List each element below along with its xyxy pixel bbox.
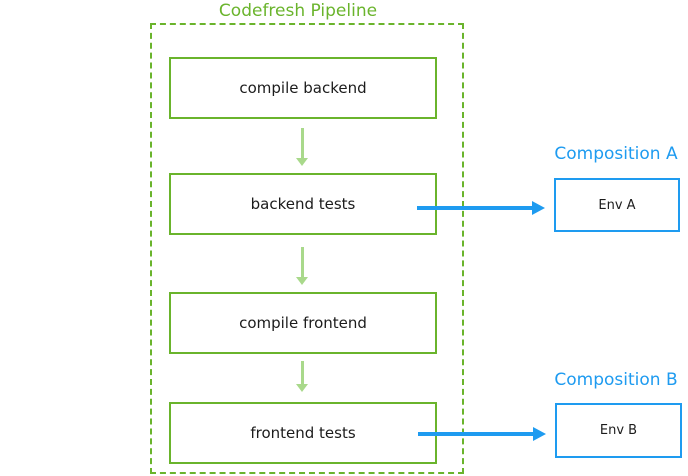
deploy-arrow-line — [418, 432, 534, 436]
step-frontend-tests: frontend tests — [169, 402, 437, 464]
down-arrow-stem — [300, 247, 304, 277]
env-b-box: Env B — [555, 403, 682, 458]
step-compile-frontend: compile frontend — [169, 292, 437, 354]
down-arrow-stem — [300, 361, 304, 384]
step-compile-backend: compile backend — [169, 57, 437, 119]
down-arrow-head — [296, 277, 308, 285]
down-arrow-icon — [296, 361, 308, 392]
pipeline-title: Codefresh Pipeline — [218, 1, 378, 21]
down-arrow-head — [296, 158, 308, 166]
composition-a-label: Composition A — [554, 144, 678, 164]
step-backend-tests: backend tests — [169, 173, 437, 235]
down-arrow-icon — [296, 128, 308, 166]
down-arrow-head — [296, 384, 308, 392]
deploy-arrow-icon — [418, 427, 546, 441]
deploy-arrow-head — [533, 427, 546, 441]
deploy-arrow-head — [532, 201, 545, 215]
deploy-arrow-line — [417, 206, 533, 210]
env-a-box: Env A — [554, 178, 680, 232]
composition-b-label: Composition B — [554, 370, 678, 390]
pipeline-container-border — [150, 23, 464, 474]
down-arrow-stem — [300, 128, 304, 158]
down-arrow-icon — [296, 247, 308, 285]
deploy-arrow-icon — [417, 201, 545, 215]
